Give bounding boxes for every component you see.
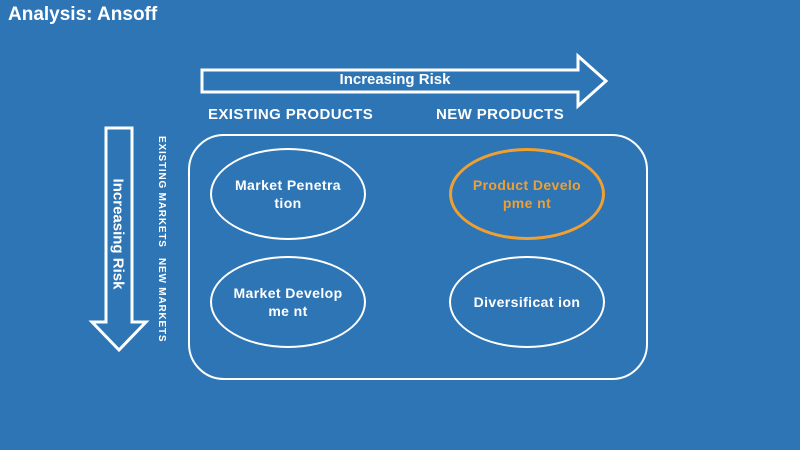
cell-label: Market Penetration (235, 177, 341, 211)
cell-label: Market Developme nt (233, 285, 343, 319)
slide-title: Analysis: Ansoff (8, 4, 158, 25)
cell-market-development: Market Developme nt (210, 256, 366, 348)
column-header-new-products: NEW PRODUCTS (436, 106, 565, 123)
cell-label: Product Developme nt (472, 177, 582, 211)
cell-market-penetration: Market Penetration (210, 148, 366, 240)
horizontal-arrow-icon (200, 52, 609, 110)
vertical-arrow-icon (88, 126, 150, 353)
vertical-arrow-label: Increasing Risk (109, 178, 127, 290)
cell-product-development: Product Developme nt (449, 148, 605, 240)
column-header-existing-products: EXISTING PRODUCTS (208, 106, 374, 123)
cell-label: Diversificat ion (473, 294, 581, 310)
ansoff-matrix-frame (188, 134, 648, 380)
horizontal-arrow-label: Increasing Risk (339, 71, 451, 88)
row-header-existing-markets: EXISTING MARKETS (156, 136, 167, 248)
cell-diversification: Diversificat ion (449, 256, 605, 348)
row-header-new-markets: NEW MARKETS (156, 258, 167, 343)
